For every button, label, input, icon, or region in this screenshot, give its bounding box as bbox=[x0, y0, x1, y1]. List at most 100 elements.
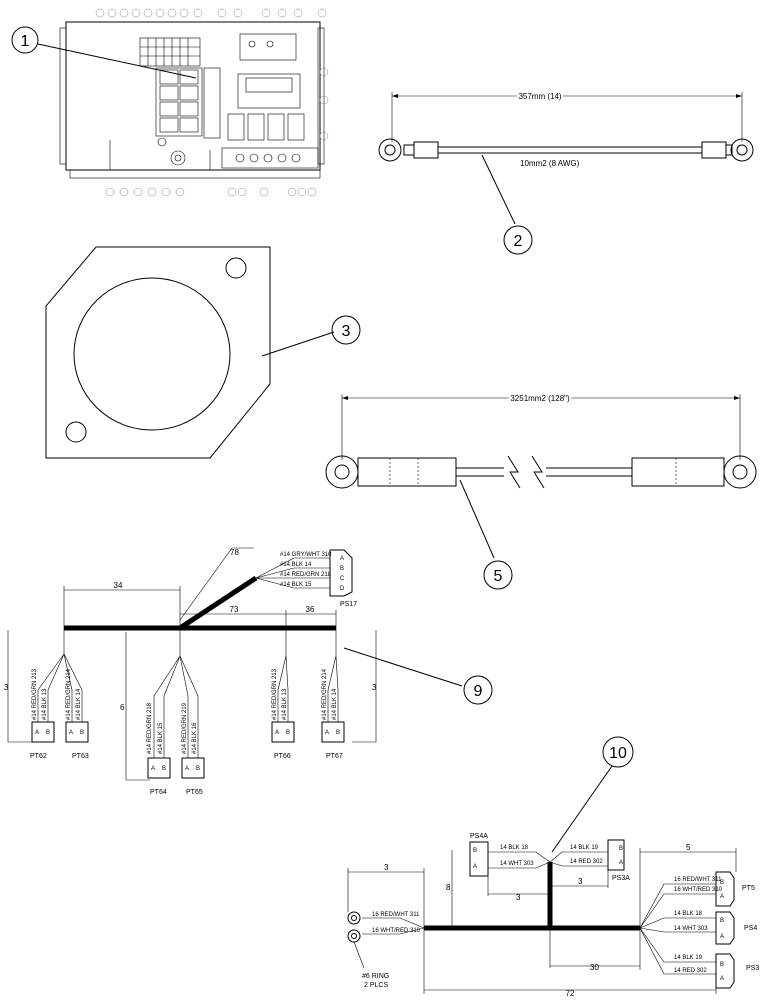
pt62-pin-b: B bbox=[46, 730, 50, 736]
dim-6: 6 bbox=[120, 703, 125, 712]
callout-3 bbox=[331, 315, 361, 345]
pt62-pin-a: A bbox=[35, 730, 39, 736]
connector-pt62: #14 RED/GRN 213 #14 BLK 13 A B PT62 bbox=[30, 653, 65, 760]
pt66-wire-1: #14 RED/GRN 213 bbox=[272, 668, 278, 720]
ps4-wire-2: 14 WHT 303 bbox=[674, 926, 708, 932]
connector-pt65: #14 RED/GRN 219 #14 BLK 16 A B PT65 bbox=[179, 655, 205, 796]
callout-3-label: 3 bbox=[342, 323, 351, 340]
ps3-pin-b: B bbox=[720, 962, 724, 968]
ps17-wire-2: #14 BLK 14 bbox=[280, 562, 312, 568]
dim-3-left: 3 bbox=[4, 683, 9, 692]
ps3a-wire-2: 14 RED 302 bbox=[570, 859, 603, 865]
ring-wire-1: 16 RED/WHT 311 bbox=[372, 912, 420, 918]
pt5-name: PT5 bbox=[742, 885, 755, 892]
pt64-pin-a: A bbox=[151, 766, 155, 772]
connector-pt63: #14 RED/GRN 214 #14 BLK 14 A B PT63 bbox=[63, 628, 89, 760]
ps4a-wire-1: 14 BLK 18 bbox=[500, 845, 529, 851]
ring-wire-2: 16 WHT/RED 310 bbox=[372, 928, 421, 934]
dim-73: 73 bbox=[230, 605, 239, 614]
pt67-pin-a: A bbox=[325, 730, 329, 736]
callout-1-label: 1 bbox=[21, 33, 30, 50]
ps3a-wire-1: 14 BLK 19 bbox=[570, 845, 599, 851]
cable-2-length: 357mm (14) bbox=[518, 92, 561, 101]
ps4-pin-b: B bbox=[720, 918, 724, 924]
pt5-pin-a: A bbox=[720, 894, 724, 900]
ring-label-2: 2 PLCS bbox=[364, 982, 388, 989]
ps4a-pin-a: A bbox=[473, 864, 477, 870]
ps4a-name: PS4A bbox=[470, 833, 488, 840]
ps4a-wire-2: 14 WHT 303 bbox=[500, 861, 534, 867]
callout-2 bbox=[503, 225, 533, 255]
callout-2-label: 2 bbox=[514, 233, 523, 250]
ps3-pin-a: A bbox=[720, 976, 724, 982]
dim-3-mid: 3 bbox=[516, 893, 521, 902]
dim-72: 72 bbox=[566, 989, 575, 998]
harness-10: 16 RED/WHT 311 16 WHT/RED 310 #6 RING 2 … bbox=[347, 833, 759, 998]
ps17-wire-3: #14 RED/GRN 218 bbox=[280, 572, 332, 578]
pt63-pin-b: B bbox=[80, 730, 84, 736]
dim-3-low: 3 bbox=[578, 877, 583, 886]
pt5-wire-2: 16 WHT/RED 310 bbox=[674, 887, 723, 893]
ps3a-name: PS3A bbox=[612, 875, 630, 882]
ring-label-1: #6 RING bbox=[362, 973, 389, 980]
pt5-wire-1: 16 RED/WHT 311 bbox=[674, 877, 722, 883]
pt66-name: PT66 bbox=[274, 753, 291, 760]
pt5-pin-b: B bbox=[720, 880, 724, 886]
dim-8: 8 bbox=[446, 883, 451, 892]
dim-34: 34 bbox=[114, 581, 123, 590]
gasket bbox=[45, 246, 271, 459]
callout-9 bbox=[463, 675, 493, 705]
dim-3-right: 3 bbox=[372, 683, 377, 692]
pt67-pin-b: B bbox=[336, 730, 340, 736]
pt63-wire-2: #14 BLK 14 bbox=[76, 688, 82, 720]
ps4-wire-1: 14 BLK 18 bbox=[674, 911, 703, 917]
callout-10 bbox=[602, 736, 634, 768]
ps4a-pin-b: B bbox=[473, 848, 477, 854]
pt64-pin-b: B bbox=[162, 766, 166, 772]
cable-2-wire: 10mm2 (8 AWG) bbox=[520, 159, 580, 168]
harness-9: #14 GRY/WHT 310 #14 BLK 14 #14 RED/GRN 2… bbox=[4, 547, 377, 781]
dim-30: 30 bbox=[590, 963, 599, 972]
callout-9-label: 9 bbox=[474, 683, 483, 700]
cable-357mm: 357mm (14) 10mm2 (8 AWG) bbox=[378, 90, 754, 168]
connector-pt66: #14 RED/GRN 213 #14 BLK 13 A B PT66 bbox=[271, 628, 295, 760]
callout-10-label: 10 bbox=[609, 745, 627, 762]
dim-36: 36 bbox=[306, 605, 315, 614]
dim-78: 78 bbox=[230, 548, 239, 557]
callout-1 bbox=[11, 26, 39, 54]
connector-pt67: #14 RED/GRN 214 #14 BLK 14 A B PT67 bbox=[321, 628, 345, 760]
ps17-wire-4: #14 BLK 15 bbox=[280, 582, 312, 588]
cable-3251mm: 3251mm2 (128") bbox=[325, 392, 757, 489]
ps17-pin-b: B bbox=[340, 566, 344, 572]
pt62-name: PT62 bbox=[30, 753, 47, 760]
ps17-pin-d: D bbox=[340, 586, 345, 592]
connector-pt64: #14 RED/GRN 218 #14 BLK 15 A B PT64 bbox=[147, 628, 181, 796]
ps17-pin-c: C bbox=[340, 576, 345, 582]
ps3-wire-1: 14 BLK 19 bbox=[674, 955, 703, 961]
pt67-wire-1: #14 RED/GRN 214 bbox=[322, 668, 328, 720]
ps3a-pin-a: A bbox=[619, 860, 623, 866]
ps3-wire-2: 14 RED 302 bbox=[674, 968, 707, 974]
pt65-name: PT65 bbox=[186, 789, 203, 796]
pt64-wire-2: #14 BLK 15 bbox=[158, 722, 164, 754]
electrical-panel bbox=[59, 8, 329, 197]
dim-5: 5 bbox=[686, 843, 691, 852]
pt65-pin-b: B bbox=[196, 766, 200, 772]
callout-5 bbox=[483, 560, 513, 590]
pt66-wire-2: #14 BLK 13 bbox=[282, 688, 288, 720]
pt64-wire-1: #14 RED/GRN 218 bbox=[147, 702, 153, 754]
pt66-pin-b: B bbox=[286, 730, 290, 736]
pt67-name: PT67 bbox=[326, 753, 343, 760]
callout-5-label: 5 bbox=[494, 568, 503, 585]
ps17-wire-1: #14 GRY/WHT 310 bbox=[280, 552, 332, 558]
pt67-wire-2: #14 BLK 14 bbox=[332, 688, 338, 720]
ps17-pin-a: A bbox=[340, 556, 344, 562]
pt64-name: PT64 bbox=[150, 789, 167, 796]
pt65-pin-a: A bbox=[185, 766, 189, 772]
ps4-name: PS4 bbox=[744, 925, 757, 932]
dim-3-top: 3 bbox=[384, 863, 389, 872]
pt63-name: PT63 bbox=[72, 753, 89, 760]
pt66-pin-a: A bbox=[275, 730, 279, 736]
pt65-wire-2: #14 BLK 16 bbox=[192, 722, 198, 754]
